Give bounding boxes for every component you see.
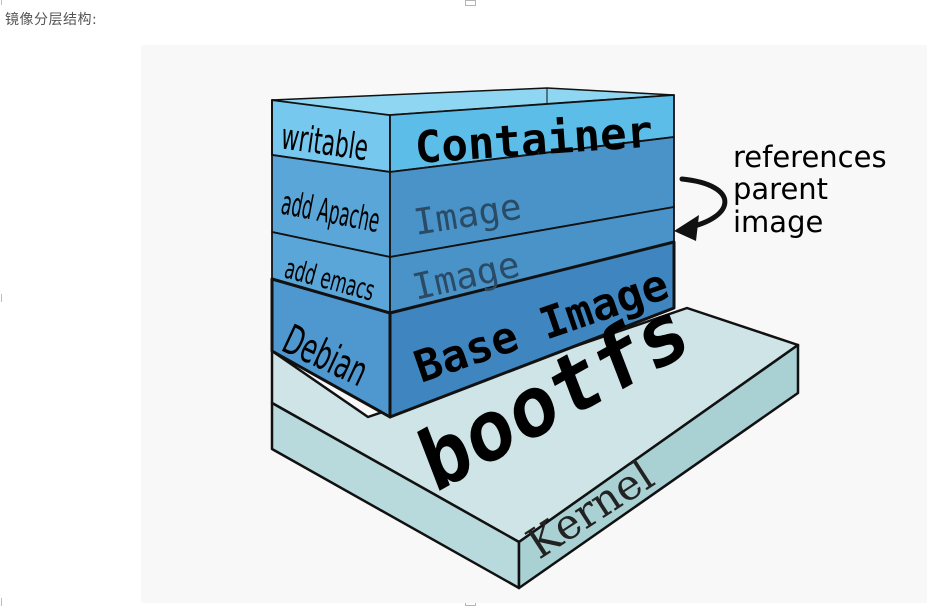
- corner-mark-top-left: [1, 0, 2, 5]
- kernel-front-face: [517, 343, 800, 590]
- resize-handle-left[interactable]: [1, 294, 2, 302]
- curved-arrow-icon: [674, 176, 728, 241]
- caption-text: 镜像分层结构:: [5, 12, 98, 28]
- corner-mark-bottom-left: [1, 598, 2, 606]
- base-image-front-face: [388, 240, 676, 419]
- annotation-image: image: [733, 205, 823, 239]
- annotation-parent: parent: [733, 172, 828, 206]
- docker-layers-figure[interactable]: writable add Apache add emacs Debian Con…: [141, 45, 927, 603]
- annotation-references: references: [733, 140, 887, 174]
- layers-diagram: writable add Apache add emacs Debian Con…: [270, 87, 887, 590]
- resize-handle-top[interactable]: [465, 0, 476, 6]
